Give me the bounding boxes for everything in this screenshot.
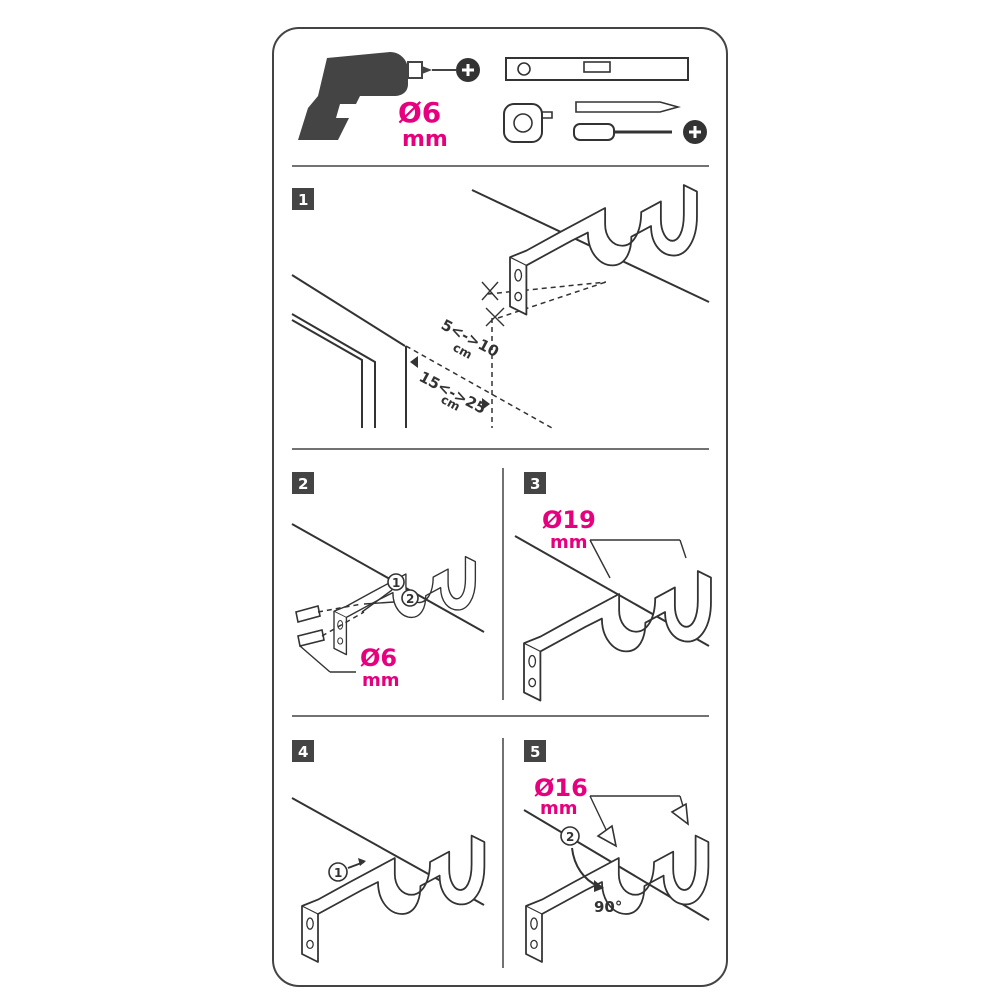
arrowhead-left bbox=[410, 356, 418, 368]
svg-text:4: 4 bbox=[298, 743, 308, 761]
plus-icon-drill bbox=[456, 58, 480, 82]
svg-text:3: 3 bbox=[530, 475, 540, 493]
step-badge-1: 1 bbox=[292, 188, 314, 210]
svg-text:1: 1 bbox=[392, 576, 400, 590]
drill-bit-size: Ø6 bbox=[398, 96, 441, 129]
svg-text:1: 1 bbox=[298, 191, 308, 209]
rod-diameter-16: Ø16 bbox=[534, 774, 588, 802]
spirit-level-icon bbox=[505, 57, 689, 81]
rotation-angle: 90° bbox=[594, 898, 622, 916]
screws-and-plugs bbox=[295, 589, 395, 673]
svg-text:1: 1 bbox=[334, 866, 342, 880]
callout-step4: 1 bbox=[328, 862, 348, 882]
step-badge-2: 2 bbox=[292, 472, 314, 494]
rotate-arrowhead bbox=[594, 880, 604, 892]
step-badge-3: 3 bbox=[524, 472, 546, 494]
plus-icon-screwdriver bbox=[683, 120, 707, 144]
step-badge-4: 4 bbox=[292, 740, 314, 762]
rod-diameter-19: Ø19 bbox=[542, 506, 596, 534]
rod-unit-19: mm bbox=[550, 532, 588, 553]
drill-bit-unit: mm bbox=[402, 127, 448, 152]
drill-icon bbox=[298, 52, 456, 140]
insert-arrowhead bbox=[358, 858, 366, 866]
step2-scene bbox=[291, 523, 485, 633]
pencil-icon bbox=[575, 101, 681, 113]
sheet-frame bbox=[272, 27, 728, 987]
plug-unit: mm bbox=[362, 670, 400, 691]
callout-a: 1 bbox=[387, 573, 405, 591]
screwdriver-icon bbox=[573, 123, 672, 141]
arrowhead-right bbox=[482, 398, 490, 410]
svg-text:2: 2 bbox=[406, 592, 414, 606]
svg-text:2: 2 bbox=[298, 475, 308, 493]
step-badge-5: 5 bbox=[524, 740, 546, 762]
plug-size: Ø6 bbox=[360, 644, 397, 672]
svg-text:2: 2 bbox=[566, 830, 574, 844]
tape-measure-icon bbox=[503, 103, 553, 143]
rod-unit-16: mm bbox=[540, 798, 578, 819]
callout-step5: 2 bbox=[560, 826, 580, 846]
callout-b: 2 bbox=[401, 589, 419, 607]
svg-text:5: 5 bbox=[530, 743, 540, 761]
